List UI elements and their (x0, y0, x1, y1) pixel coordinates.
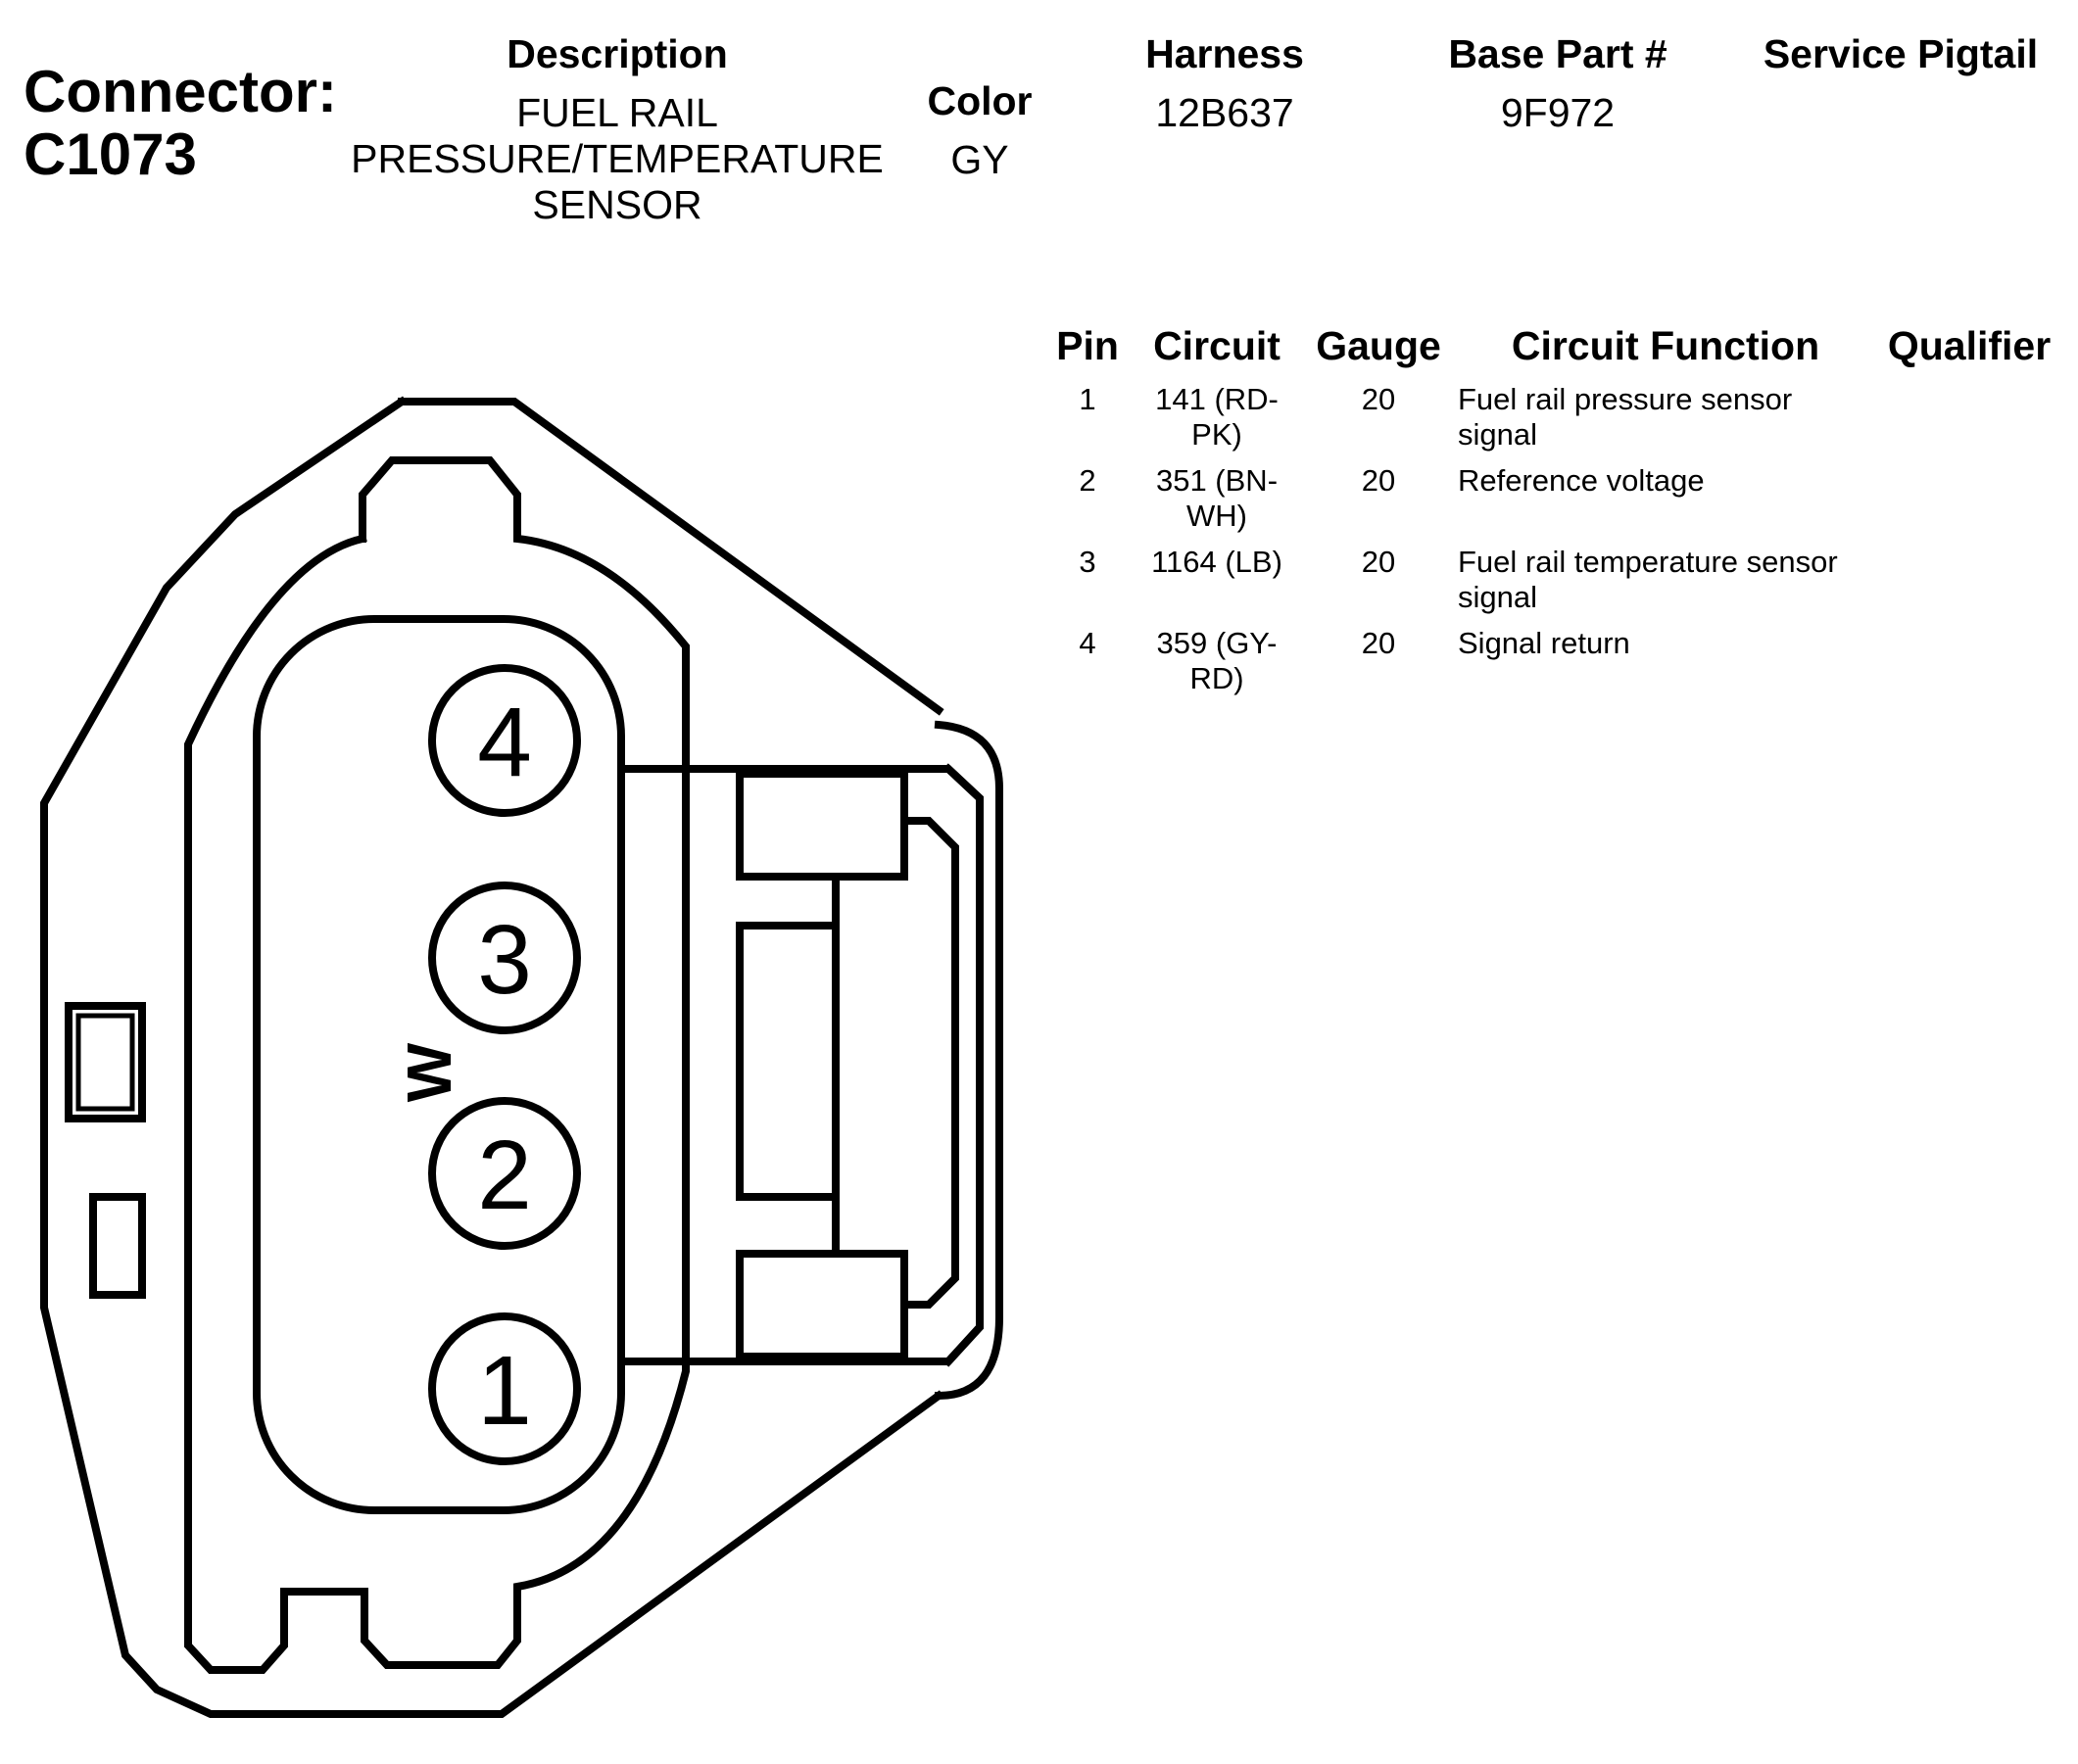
circuit-value: 359 (GY- RD) (1138, 626, 1295, 696)
gauge-value: 20 (1361, 626, 1396, 660)
connector-label: Connector: (24, 59, 337, 124)
circuit-function-column-header: Circuit Function (1511, 323, 1820, 368)
pin-2-circle (428, 1097, 581, 1250)
circuit-line: 1164 (LB) (1151, 545, 1282, 579)
latch-tab-top (736, 770, 908, 881)
pin-number: 1 (1079, 382, 1096, 416)
pin-number: 3 (1079, 545, 1096, 579)
latch-spring (900, 817, 959, 1309)
circuit-line: RD) (1189, 661, 1244, 695)
circuit-line: 359 (GY- (1156, 626, 1278, 660)
description-line: SENSOR (532, 182, 702, 227)
function-line: signal (1458, 580, 1537, 614)
service-pigtail-header: Service Pigtail (1763, 31, 2039, 76)
function-line: signal (1458, 417, 1537, 452)
gauge-value: 20 (1361, 545, 1396, 579)
pin-column-header: Pin (1056, 323, 1119, 368)
circuit-value: 1164 (LB) (1138, 545, 1295, 580)
function-line: Fuel rail pressure sensor (1458, 382, 1793, 416)
gauge-value: 20 (1361, 463, 1396, 498)
connector-title: Connector: C1073 (24, 61, 337, 186)
pin-3-label: 3 (477, 905, 532, 1015)
inner-housing-outline (184, 456, 690, 1674)
latch-tab-bottom (736, 1250, 908, 1360)
base-part-header: Base Part # (1448, 31, 1667, 76)
function-line: Reference voltage (1458, 463, 1705, 498)
circuit-value: 141 (RD- PK) (1138, 382, 1295, 453)
circuit-function: Signal return (1458, 626, 1889, 661)
qualifier-column-header: Qualifier (1887, 323, 2052, 368)
pin-cavity (253, 615, 625, 1514)
pin-3-circle (428, 882, 581, 1034)
pin-2-label: 2 (477, 1120, 532, 1230)
circuit-function: Reference voltage (1458, 463, 1889, 499)
pin-1-circle (428, 1312, 581, 1465)
left-square-outer (65, 1002, 146, 1122)
circuit-function: Fuel rail temperature sensor signal (1458, 545, 1889, 615)
circuit-line: 351 (BN- (1155, 463, 1279, 498)
gauge-column-header: Gauge (1316, 323, 1441, 368)
circuit-line: PK) (1191, 417, 1242, 452)
pin-4-circle (428, 664, 581, 817)
description-value: FUEL RAIL PRESSURE/TEMPERATURE SENSOR (323, 90, 911, 228)
pin-1-label: 1 (477, 1336, 532, 1446)
harness-value: 12B637 (1155, 90, 1294, 135)
circuit-line: 141 (RD- (1155, 382, 1279, 416)
description-line: FUEL RAIL (516, 90, 718, 135)
latch-window (736, 922, 840, 1201)
harness-header: Harness (1145, 31, 1304, 76)
pin-number: 2 (1079, 463, 1096, 498)
latch-frame (617, 765, 984, 1365)
circuit-line: WH) (1186, 499, 1247, 533)
left-slot (89, 1193, 146, 1299)
connector-id: C1073 (24, 121, 197, 187)
housing-outline (40, 396, 944, 1718)
base-part-value: 9F972 (1500, 90, 1616, 135)
pin-4-label: 4 (477, 688, 532, 797)
circuit-value: 351 (BN- WH) (1138, 463, 1295, 534)
latch-outer-arc (934, 720, 1003, 1401)
color-value: GY (950, 137, 1009, 182)
left-square-inner (75, 1013, 135, 1112)
function-line: Signal return (1458, 626, 1630, 660)
orientation-mark: W (394, 1042, 464, 1102)
description-header: Description (507, 31, 728, 76)
gauge-value: 20 (1361, 382, 1396, 416)
function-line: Fuel rail temperature sensor (1458, 545, 1838, 579)
description-line: PRESSURE/TEMPERATURE (351, 136, 884, 181)
circuit-function: Fuel rail pressure sensor signal (1458, 382, 1889, 453)
pin-number: 4 (1079, 626, 1096, 660)
color-header: Color (927, 78, 1033, 123)
circuit-column-header: Circuit (1153, 323, 1281, 368)
